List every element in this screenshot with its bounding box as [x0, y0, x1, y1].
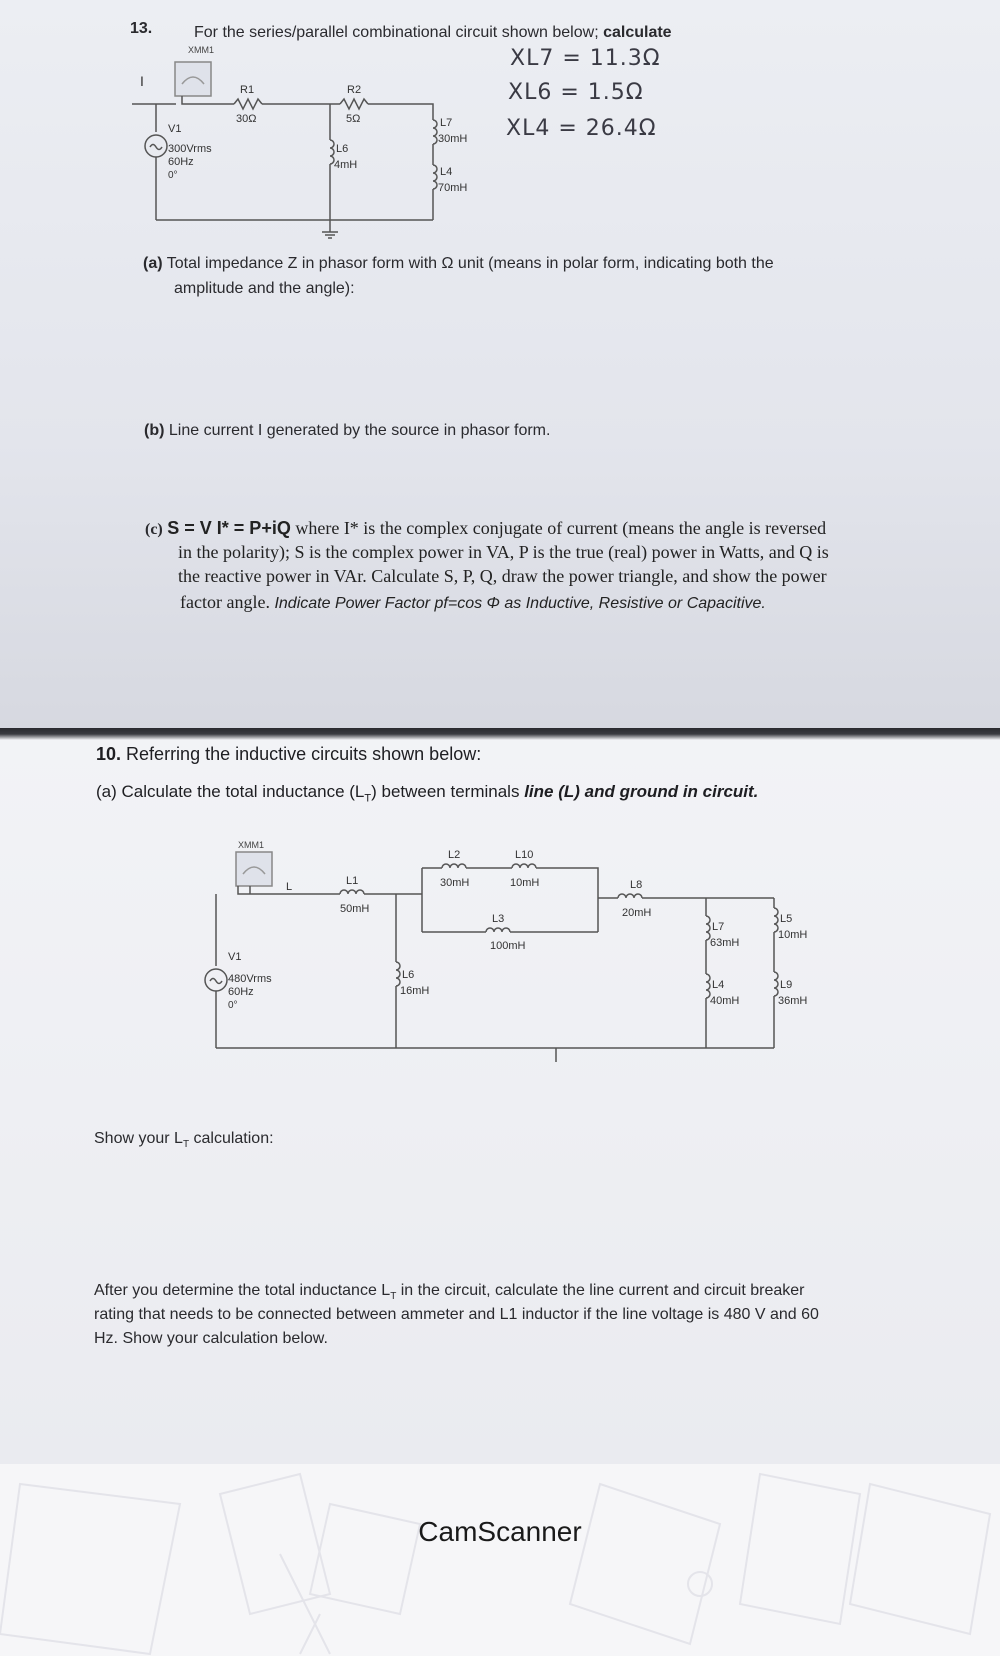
l4-value-2: 40mH [710, 995, 739, 1007]
l7-name-2: L7 [712, 921, 724, 933]
meter-label-2: XMM1 [238, 840, 264, 850]
meter-mark: I [140, 73, 144, 89]
question-10-part-a: (a) Calculate the total inductance (LT) … [96, 782, 759, 805]
question-10-sheet: 10. Referring the inductive circuits sho… [0, 740, 1000, 1464]
show-lt-calc-label: Show your LT calculation: [94, 1130, 274, 1151]
l6-value: 4mH [334, 159, 357, 171]
handwritten-xl7: XL7 = 11.3Ω [510, 46, 661, 71]
inductor-l6-symbol-2 [395, 961, 401, 987]
r1-name: R1 [240, 84, 254, 96]
handwritten-xl4: XL4 = 26.4Ω [506, 116, 657, 141]
l5-name: L5 [780, 913, 792, 925]
circuit-13-diagram: XMM1 I R1 30Ω R2 5Ω V1 300Vrms 60Hz 0° L… [132, 45, 467, 239]
inductor-l6-symbol [329, 139, 335, 165]
part-c-line2: in the polarity); S is the complex power… [178, 542, 829, 562]
l8-name: L8 [630, 879, 642, 891]
multimeter-symbol-2 [235, 851, 273, 887]
resistor-r1-symbol [233, 97, 263, 111]
l5-value: 10mH [778, 929, 807, 941]
l4-name: L4 [440, 166, 452, 178]
part-a-line1: (a) Total impedance Z in phasor form wit… [143, 255, 774, 272]
v1-freq-2: 60Hz [228, 986, 254, 998]
inductor-l7-symbol-2 [705, 915, 711, 941]
question-10-title: 10. Referring the inductive circuits sho… [96, 744, 482, 764]
l7-value: 30mH [438, 133, 467, 145]
inductor-l7-symbol [432, 119, 438, 145]
inductor-l3-symbol [485, 927, 511, 933]
v1-voltage: 300Vrms [168, 143, 212, 155]
l2-value: 30mH [440, 877, 469, 889]
inductor-l9-symbol [773, 971, 779, 997]
scanner-footer: CamScanner [0, 1464, 1000, 1656]
l3-value: 100mH [490, 940, 526, 952]
l6-name: L6 [336, 143, 348, 155]
v1-name-2: V1 [228, 951, 241, 963]
handwritten-xl6: XL6 = 1.5Ω [508, 80, 644, 105]
l4-name-2: L4 [712, 979, 724, 991]
v1-voltage-2: 480Vrms [228, 973, 272, 985]
inductor-l10-symbol [511, 863, 537, 869]
after-text-line2: rating that needs to be connected betwee… [94, 1306, 819, 1323]
r1-value: 30Ω [236, 113, 256, 125]
inductor-l5-symbol [773, 907, 779, 933]
page-tear-divider [0, 728, 1000, 740]
l8-value: 20mH [622, 907, 651, 919]
question-13-intro: For the series/parallel combinational ci… [194, 24, 672, 41]
l1-name: L1 [346, 875, 358, 887]
multimeter-symbol [174, 61, 212, 97]
after-text-line1: After you determine the total inductance… [94, 1282, 805, 1303]
l7-name: L7 [440, 117, 452, 129]
terminal-l-label: L [286, 881, 292, 893]
l6-value-2: 16mH [400, 985, 429, 997]
camscanner-watermark: CamScanner [418, 1516, 582, 1547]
meter-label: XMM1 [188, 45, 214, 55]
part-c-line3: the reactive power in VAr. Calculate S, … [178, 566, 827, 586]
inductor-l4-symbol [432, 164, 438, 190]
footer-pattern [0, 1472, 992, 1656]
inductor-l1-symbol [339, 889, 365, 895]
circuit-10-diagram: XMM1 L V1 480Vrms 60Hz 0° L1 50mH L2 30m… [204, 840, 807, 1062]
inductor-l4-symbol-2 [705, 973, 711, 999]
v1-phase: 0° [168, 170, 178, 181]
l6-name-2: L6 [402, 969, 414, 981]
v1-phase-2: 0° [228, 1000, 238, 1011]
l4-value: 70mH [438, 182, 467, 194]
question-13-sheet: 13. For the series/parallel combinationa… [0, 0, 1000, 737]
v1-name: V1 [168, 123, 181, 135]
l1-value: 50mH [340, 903, 369, 915]
r2-name: R2 [347, 84, 361, 96]
l10-name: L10 [515, 849, 533, 861]
l10-value: 10mH [510, 877, 539, 889]
l3-name: L3 [492, 913, 504, 925]
l9-value: 36mH [778, 995, 807, 1007]
part-c-line4: factor angle. Indicate Power Factor pf=c… [180, 592, 766, 612]
resistor-r2-symbol [339, 97, 369, 111]
question-13-number: 13. [130, 20, 153, 37]
r2-value: 5Ω [346, 113, 360, 125]
part-a-line2: amplitude and the angle): [174, 280, 355, 297]
after-text-line3: Hz. Show your calculation below. [94, 1330, 328, 1347]
l7-value-2: 63mH [710, 937, 739, 949]
part-c-line1: (c) S = V I* = P+iQ where I* is the comp… [145, 518, 827, 538]
part-b-text: (b) Line current I generated by the sour… [144, 422, 551, 439]
l2-name: L2 [448, 849, 460, 861]
v1-freq: 60Hz [168, 156, 194, 168]
inductor-l2-symbol [441, 863, 467, 869]
inductor-l8-symbol [617, 893, 643, 899]
l9-name: L9 [780, 979, 792, 991]
